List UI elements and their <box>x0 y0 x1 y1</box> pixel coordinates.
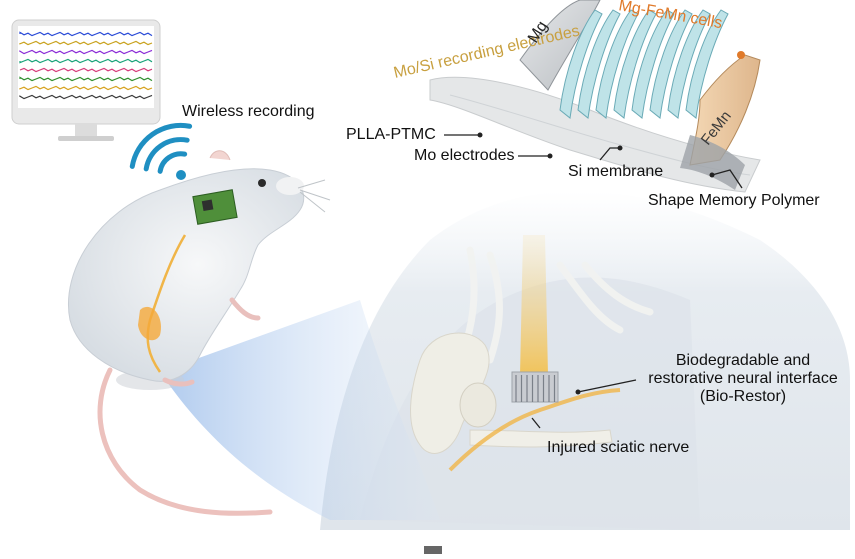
mg-femn-cell <box>613 9 657 119</box>
wireless-chip <box>192 189 238 225</box>
label-mo-electrodes: Mo electrodes <box>414 147 515 164</box>
signal-trace <box>19 31 153 37</box>
panel-marker <box>424 546 442 554</box>
signal-trace <box>19 49 153 55</box>
device-exploded-view <box>429 0 761 193</box>
label-injured-sciatic-nerve: Injured sciatic nerve <box>547 439 690 456</box>
label-bio-restor-line3: (Bio-Restor) <box>699 388 787 405</box>
light-beam <box>160 300 440 520</box>
signal-trace <box>19 85 153 91</box>
signal-traces <box>19 31 153 100</box>
wifi-icon <box>129 122 193 180</box>
label-wireless-recording: Wireless recording <box>182 103 315 120</box>
mg-femn-cell <box>667 9 711 119</box>
signal-trace <box>19 40 153 46</box>
monitor-icon <box>11 19 161 141</box>
mg-femn-cell <box>559 9 603 119</box>
mg-femn-cell <box>595 9 639 119</box>
label-bio-restor-line1: Biodegradable and <box>675 352 811 369</box>
mg-femn-cell <box>649 9 693 119</box>
mg-femn-cell <box>577 9 621 119</box>
zoom-panel <box>320 191 850 530</box>
label-bio-restor-line2: restorative neural interface <box>648 370 838 387</box>
label-shape-memory-polymer: Shape Memory Polymer <box>648 192 820 209</box>
label-si-membrane: Si membrane <box>568 163 664 180</box>
signal-trace <box>19 76 153 82</box>
signal-trace <box>19 58 153 64</box>
bio-restor-device <box>511 371 559 403</box>
label-mg-femn-cells: Mg-FeMn cells <box>617 0 723 32</box>
label-bio-restor: Biodegradable and restorative neural int… <box>638 352 848 406</box>
mg-femn-cell <box>685 9 729 119</box>
mouse-body <box>68 150 331 516</box>
mg-femn-cell <box>631 9 675 119</box>
signal-trace <box>19 94 153 100</box>
label-plla-ptmc: PLLA-PTMC <box>346 126 436 143</box>
leader-dots <box>477 132 715 395</box>
signal-trace <box>19 67 153 73</box>
leader-lines <box>444 134 743 429</box>
